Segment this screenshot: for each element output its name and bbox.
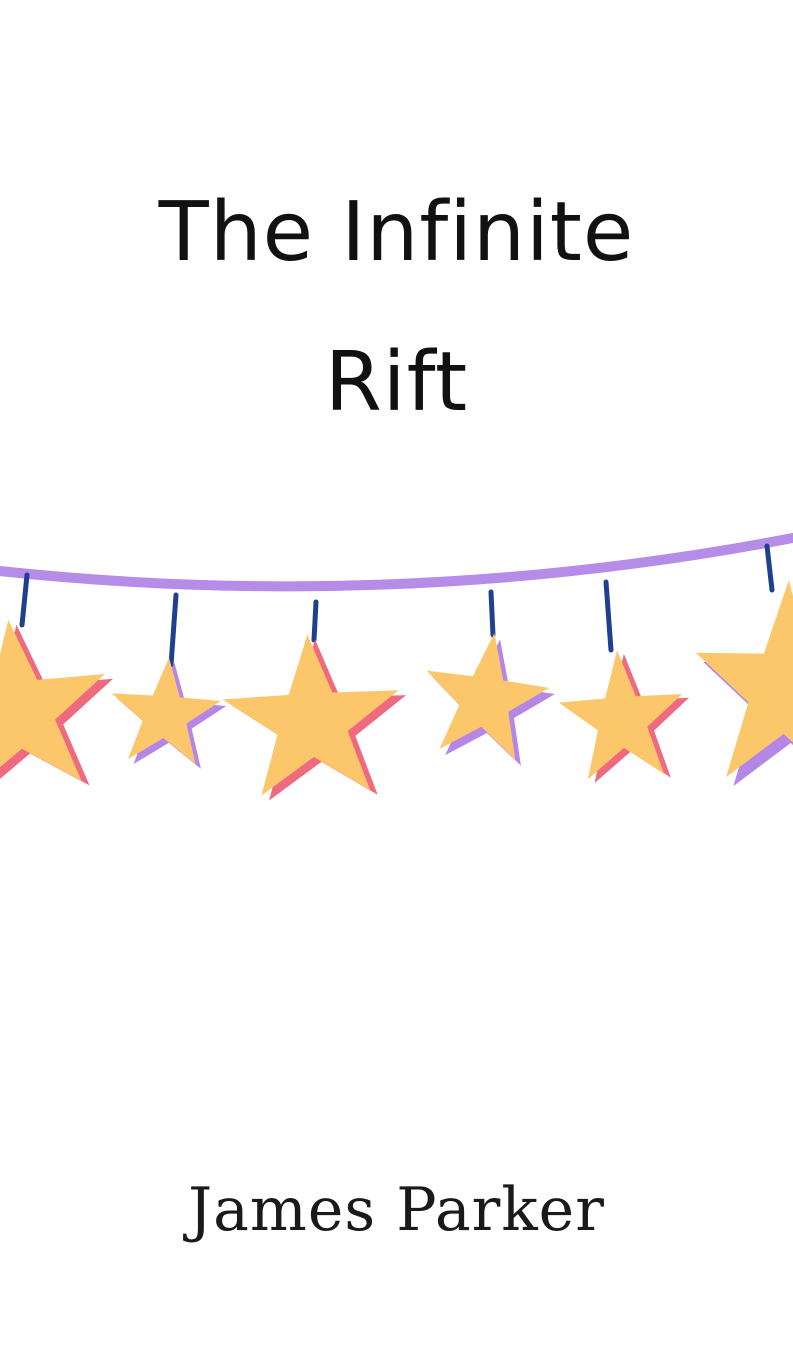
author-name: James Parker xyxy=(188,1175,605,1245)
garland-string xyxy=(0,532,793,592)
garland-hangers xyxy=(19,543,775,668)
star-3 xyxy=(219,630,412,803)
hanger xyxy=(764,543,775,593)
hanger xyxy=(168,592,179,668)
star-4 xyxy=(416,624,562,770)
title-line-2: Rift xyxy=(324,335,469,430)
hanger xyxy=(311,599,319,643)
star-2 xyxy=(107,653,230,771)
hanger xyxy=(603,579,614,653)
title-line-1: The Infinite xyxy=(158,185,635,280)
book-title: The Infinite Rift xyxy=(0,158,793,458)
star-6 xyxy=(691,576,793,792)
hanger xyxy=(488,589,496,638)
hanger xyxy=(19,572,30,628)
star-1 xyxy=(0,610,124,801)
star-5 xyxy=(555,645,695,785)
star-garland-illustration xyxy=(0,532,793,803)
